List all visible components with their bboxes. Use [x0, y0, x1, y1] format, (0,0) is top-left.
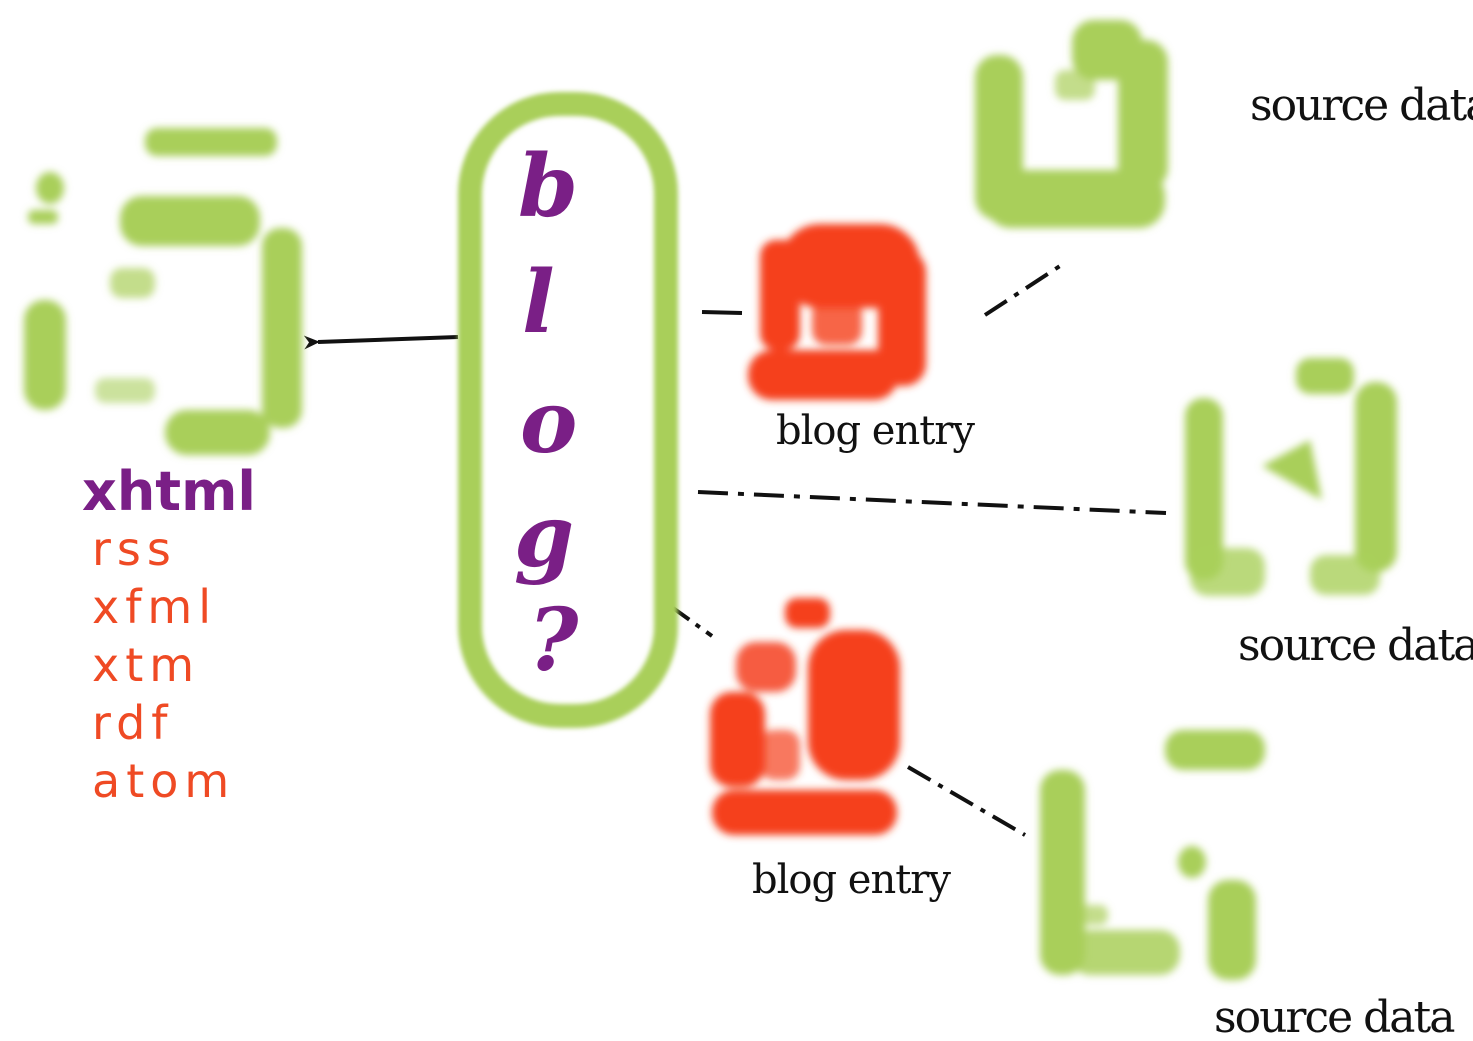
green-page-icon: [975, 20, 1168, 228]
connector-blog-entry-top: [701, 310, 743, 315]
blog-letter-o: o: [520, 372, 577, 473]
blog-letter-b: b: [518, 136, 578, 237]
blog-letter-question: ?: [528, 590, 580, 691]
green-page-icon: [1040, 730, 1265, 980]
format-rdf-label: rdf: [92, 696, 174, 750]
connector-blog-source-middle: [697, 490, 1167, 515]
blog-letters: b l o g ?: [514, 136, 580, 691]
format-xtm-label: xtm: [92, 638, 200, 692]
source-data-label: source data: [1250, 80, 1473, 131]
blog-letter-l: l: [522, 252, 555, 353]
blog-letter-g: g: [514, 486, 574, 587]
green-page-icon: [1185, 358, 1397, 596]
blog-entry-label: blog entry: [776, 408, 975, 454]
format-xhtml-label: xhtml: [82, 460, 256, 523]
red-page-icon: [748, 224, 926, 400]
connectors: [303, 260, 1167, 837]
arrow-blog-to-output: [303, 335, 459, 350]
connector-entry-source-bottom: [906, 765, 1027, 837]
connector-blog-entry-bottom: [671, 606, 714, 638]
format-atom-label: atom: [92, 754, 235, 808]
connector-entry-source-top: [983, 260, 1068, 317]
blog-entry-label: blog entry: [752, 857, 951, 903]
format-xfml-label: xfml: [92, 580, 217, 634]
source-data-label: source data: [1238, 620, 1473, 671]
blog-container: [458, 92, 678, 728]
source-data-label: source data: [1214, 992, 1454, 1041]
format-rss-label: rss: [92, 522, 177, 576]
red-page-icon: [710, 598, 900, 835]
green-page-icon: [24, 128, 302, 455]
output-formats: xhtml rss xfml xtm rdf atom: [82, 460, 256, 808]
